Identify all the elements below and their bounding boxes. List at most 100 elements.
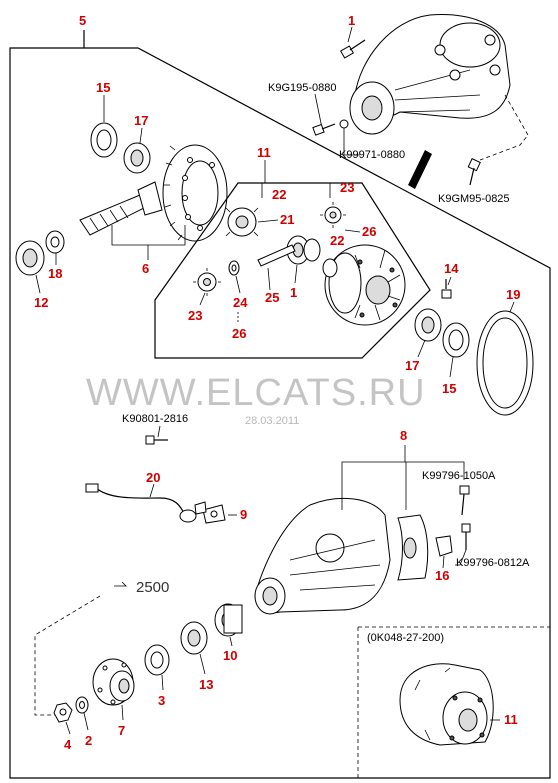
assembly-arrow [408,150,432,189]
leader-washer [343,128,360,156]
leader-2 [83,712,89,731]
bolt-1-top [339,39,366,59]
callout-22-a: 22 [272,187,286,202]
reference-2500: 2500 [136,579,169,596]
callout-14: 14 [444,261,459,276]
bearing-cap [397,514,429,581]
pinion-gear-23-b [193,268,221,296]
callout-16: 16 [435,568,449,583]
companion-flange-7 [92,658,135,706]
callout-26-a: 26 [362,224,376,239]
abs-sensor-20 [85,483,197,523]
leader-bolt-top [314,93,323,129]
callout-6: 6 [142,261,149,276]
callout-15-mid: 15 [442,381,456,396]
leader-25 [267,267,271,291]
leader-20 [149,483,155,498]
callout-23-b: 23 [188,308,202,323]
callout-18: 18 [48,266,62,281]
callout-17-mid: 17 [405,358,419,373]
partno-sensor-bolt: K90801-2816 [122,413,188,425]
thrust-washer-24 [228,260,240,276]
watermark-text: WWW.ELCATS.RU [86,372,426,414]
sensor-bolt [145,435,168,445]
callout-20: 20 [146,470,160,485]
leader-23-b [199,292,206,306]
nut-4 [53,702,73,723]
leader-4 [65,721,71,735]
callout-11-bottom: 11 [504,712,518,727]
callout-9: 9 [240,507,247,522]
callout-1-top: 1 [348,13,355,28]
bolt-14 [441,279,452,299]
callout-3: 3 [158,693,165,708]
leader-7 [121,704,124,721]
washer-k99971 [339,119,349,129]
bearing-17-mid [414,308,442,342]
bracket-8 [341,461,465,510]
leader-13 [199,653,206,675]
bolt-k9g195 [312,123,336,136]
callout-13: 13 [199,677,213,692]
callout-5: 5 [79,13,86,28]
leader-10 [229,636,233,647]
leader-16 [442,555,445,569]
callout-23-a: 23 [340,180,354,195]
callout-17-top: 17 [134,113,148,128]
callout-22-b: 22 [330,233,344,248]
reference-arrow [114,581,127,587]
watermark-date: 28.03.2011 [245,415,299,427]
assembly-outline [9,47,551,779]
callout-25: 25 [265,290,279,305]
callout-8: 8 [400,428,407,443]
partno-cap-bolt-small: K99796-0812A [456,557,530,569]
partno-washer: K99971-0880 [339,149,405,161]
leader-cap-bolt-small [455,549,467,566]
leader-26-a [344,229,361,233]
oil-seal-15-top [90,122,118,158]
bracket-22-23 [261,182,331,198]
differential-case [322,244,406,326]
leader-21 [257,219,279,223]
sensor-ring-19 [476,310,534,416]
leader-15-mid [449,356,454,378]
leader-1-top [347,26,353,43]
leader-14 [447,276,452,286]
leader-19 [509,301,515,313]
callout-21: 21 [280,212,294,227]
callout-24: 24 [233,295,248,310]
callout-15-top: 15 [96,80,110,95]
inset-box [357,626,550,778]
ring-gear-pinion-6 [79,144,228,242]
pinion-gear-23-a [320,202,346,228]
leader-1-mid [294,264,298,284]
callout-26-b: 26 [232,326,246,341]
shim-18 [45,230,65,254]
inset-label: (0K048-27-200) [367,632,444,644]
pinion-shaft-25 [257,244,296,267]
callout-12: 12 [34,295,48,310]
callout-19: 19 [506,287,520,302]
leader-3 [161,674,164,691]
callout-10: 10 [223,648,237,663]
carrier-housing-top [349,14,529,161]
oil-seal-15-mid [442,322,470,358]
bolt-k9gm95 [467,158,481,186]
reference-leader [34,595,101,716]
carrier-housing-bottom [254,497,391,615]
leader-17-mid [417,339,426,358]
leader-17-top [139,127,143,144]
leader-24 [235,275,241,294]
bearing-12 [15,240,45,276]
bracket-9 [194,501,226,524]
bearing-10 [214,603,243,637]
leader-sensor-bolt [157,425,161,438]
cap-bolt-small [461,523,471,550]
partno-bolt-right: K9GM95-0825 [438,193,510,205]
washer-2 [75,696,89,714]
bracket-6 [111,225,186,246]
cap-bolt [459,485,470,516]
bracket-16 [435,535,453,557]
oil-seal-3 [144,644,170,676]
